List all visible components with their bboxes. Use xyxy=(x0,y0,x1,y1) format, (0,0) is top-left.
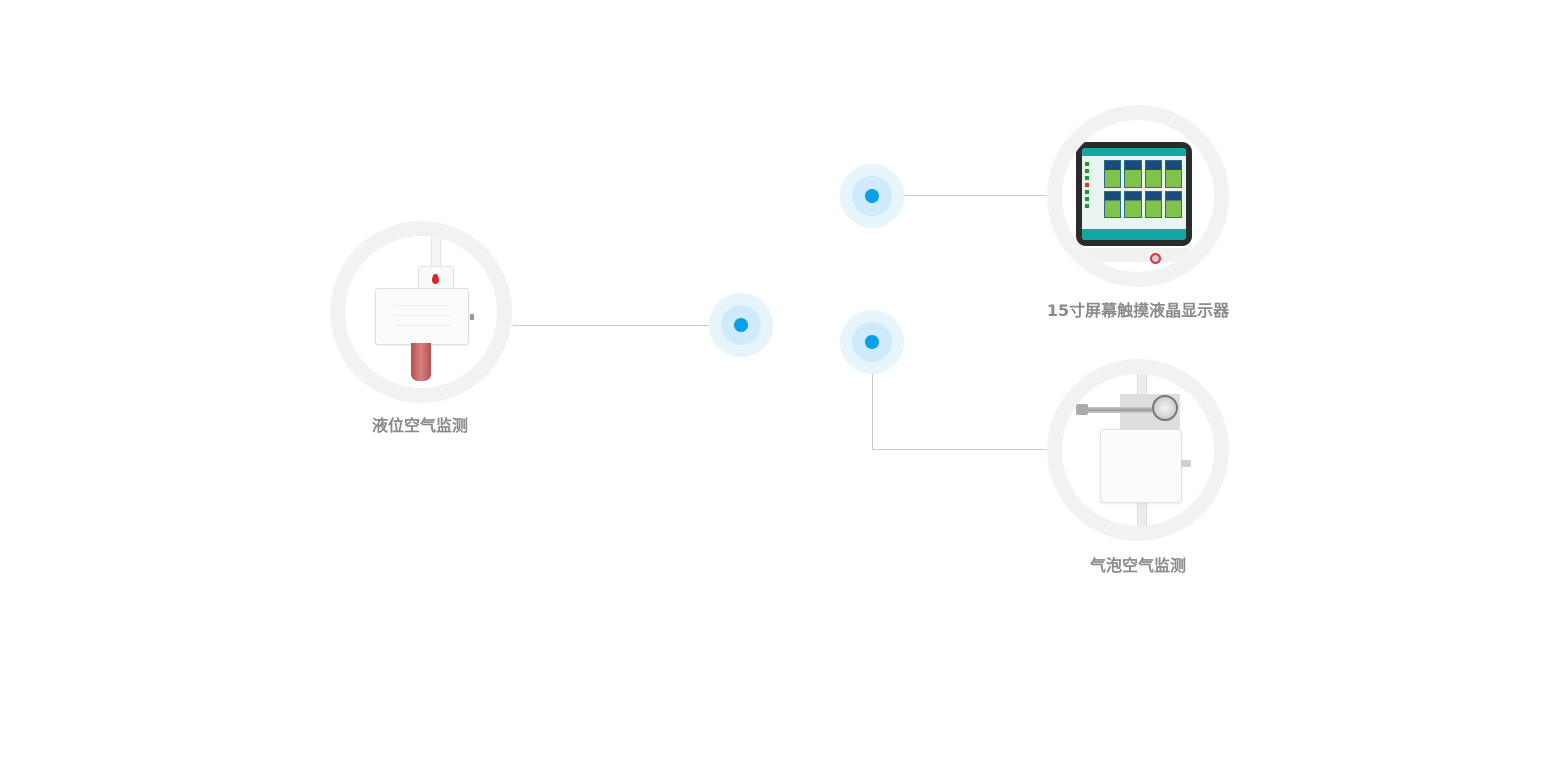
bubble-sensor-icon xyxy=(1062,374,1214,526)
touchscreen-monitor-icon xyxy=(1062,120,1214,272)
liquid-level-sensor-icon xyxy=(345,236,497,388)
hotspot-bubble[interactable] xyxy=(840,310,904,374)
feature-label-liquid-level: 液位空气监测 xyxy=(371,416,468,435)
feature-image-liquid-level xyxy=(330,221,512,403)
feature-image-bubble xyxy=(1047,359,1229,541)
connector-line-liquid xyxy=(513,325,741,326)
connector-line-bubble-vertical xyxy=(872,342,873,450)
feature-label-bubble: 气泡空气监测 xyxy=(1089,556,1186,575)
connector-line-touchscreen xyxy=(872,195,1064,196)
connector-line-bubble-horizontal xyxy=(872,449,1064,450)
feature-image-touchscreen xyxy=(1047,105,1229,287)
feature-label-touchscreen: 15寸屏幕触摸液晶显示器 xyxy=(1046,301,1230,320)
hotspot-liquid-level[interactable] xyxy=(709,293,773,357)
hotspot-dot xyxy=(865,189,879,203)
hotspot-touchscreen[interactable] xyxy=(840,164,904,228)
hotspot-dot xyxy=(734,318,748,332)
hotspot-dot xyxy=(865,335,879,349)
